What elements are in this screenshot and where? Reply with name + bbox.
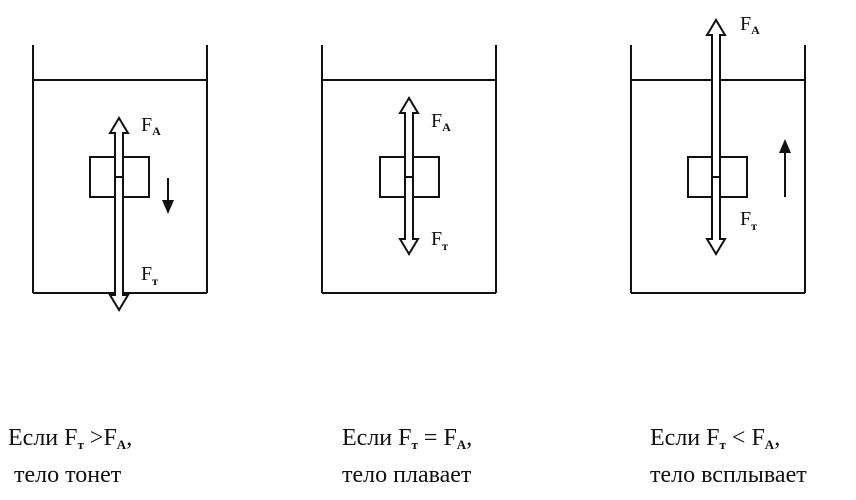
gravity-force-arrow: [108, 176, 130, 312]
caption-result: тело плавает: [342, 462, 472, 488]
panel-floats: FA Fт: [321, 45, 497, 294]
panel-sinks: FA Fт: [32, 45, 208, 312]
label-buoyant-force: FA: [431, 110, 451, 134]
motion-arrow-up: [779, 139, 791, 197]
caption-condition: Если Fт >FA,: [8, 425, 133, 452]
panel-rises: FA Fт: [630, 13, 806, 294]
buoyant-force-arrow: [705, 18, 727, 178]
motion-arrow-down: [162, 178, 174, 214]
gravity-force-arrow: [398, 176, 420, 256]
caption-condition: Если Fт < FA,: [650, 425, 781, 452]
label-gravity-force: Fт: [141, 263, 158, 288]
vessel: [630, 45, 806, 294]
caption-rises: Если Fт < FA, тело всплывает: [650, 423, 807, 490]
caption-result: тело тонет: [14, 462, 122, 488]
label-buoyant-force: FA: [141, 114, 161, 138]
label-gravity-force: Fт: [740, 208, 757, 233]
caption-sinks: Если Fт >FA, тело тонет: [8, 423, 132, 490]
caption-condition: Если Fт = FA,: [342, 425, 473, 452]
caption-floats: Если Fт = FA, тело плавает: [342, 423, 472, 490]
label-buoyant-force: FA: [740, 13, 760, 37]
label-gravity-force: Fт: [431, 228, 448, 253]
vessel: [321, 45, 497, 294]
caption-result: тело всплывает: [650, 462, 807, 488]
gravity-force-arrow: [705, 176, 727, 256]
